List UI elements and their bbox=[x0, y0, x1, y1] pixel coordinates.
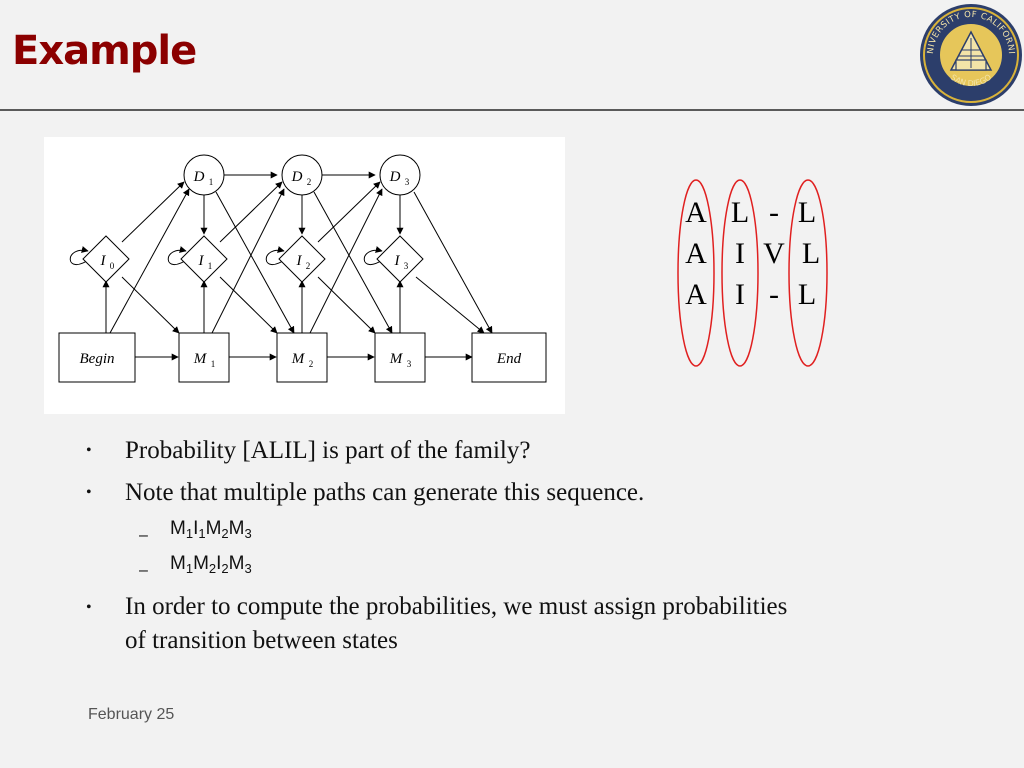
svg-text:1: 1 bbox=[211, 359, 216, 369]
bullet-probability-question: Probability [ALIL] is part of the family… bbox=[125, 437, 531, 464]
insert-state-i0: I 0 bbox=[82, 235, 130, 283]
sub-bullet-dash: – bbox=[139, 562, 148, 579]
svg-text:2: 2 bbox=[306, 261, 311, 271]
title-divider bbox=[0, 109, 1024, 111]
insert-state-i3: I 3 bbox=[376, 235, 424, 283]
column-highlight-ellipses bbox=[677, 179, 828, 367]
svg-text:M: M bbox=[291, 351, 306, 367]
svg-text:0: 0 bbox=[110, 261, 115, 271]
svg-text:D: D bbox=[291, 169, 303, 185]
bullet-dot: • bbox=[86, 442, 92, 459]
svg-text:I: I bbox=[394, 253, 401, 269]
svg-text:2: 2 bbox=[307, 177, 312, 187]
delete-state-d3: D 3 bbox=[379, 154, 421, 196]
university-seal-logo: UNIVERSITY OF CALIFORNIA SAN DIEGO bbox=[918, 2, 1022, 106]
svg-text:3: 3 bbox=[404, 261, 409, 271]
delete-state-d2: D 2 bbox=[281, 154, 323, 196]
svg-text:I: I bbox=[198, 253, 205, 269]
svg-text:Begin: Begin bbox=[80, 351, 115, 367]
svg-text:M: M bbox=[389, 351, 404, 367]
alignment-row: A I V L bbox=[685, 237, 821, 270]
profile-hmm-diagram: D 1 D 2 D 3 I 0 I 1 I 2 I 3 Begin M 1 M … bbox=[44, 137, 565, 414]
svg-text:End: End bbox=[496, 351, 522, 367]
match-state-m1: M 1 bbox=[178, 332, 230, 383]
svg-text:1: 1 bbox=[208, 261, 213, 271]
sequence-alignment: A L - L A I V L A I - L bbox=[675, 178, 835, 368]
match-state-m2: M 2 bbox=[276, 332, 328, 383]
delete-state-d1: D 1 bbox=[183, 154, 225, 196]
sub-bullet-dash: – bbox=[139, 527, 148, 544]
svg-text:3: 3 bbox=[407, 359, 412, 369]
match-state-m3: M 3 bbox=[374, 332, 426, 383]
svg-text:D: D bbox=[389, 169, 401, 185]
svg-text:D: D bbox=[193, 169, 205, 185]
end-state: End bbox=[471, 332, 547, 383]
slide-footer-date: February 25 bbox=[88, 706, 175, 723]
svg-text:I: I bbox=[296, 253, 303, 269]
path-two: M1M2I2M3 bbox=[170, 553, 252, 576]
begin-state: Begin bbox=[58, 332, 136, 383]
svg-text:SAN DIEGO: SAN DIEGO bbox=[949, 73, 993, 88]
bullet-dot: • bbox=[86, 599, 92, 616]
svg-text:I: I bbox=[100, 253, 107, 269]
path-one: M1I1M2M3 bbox=[170, 518, 252, 541]
alignment-row: A I - L bbox=[685, 278, 817, 311]
alignment-row: A L - L bbox=[685, 196, 817, 229]
svg-text:2: 2 bbox=[309, 359, 314, 369]
svg-text:M: M bbox=[193, 351, 208, 367]
bullet-multiple-paths: Note that multiple paths can generate th… bbox=[125, 479, 645, 506]
bullet-transition-probabilities: In order to compute the probabilities, w… bbox=[125, 593, 788, 654]
insert-state-i2: I 2 bbox=[278, 235, 326, 283]
transition-arrows bbox=[69, 171, 493, 361]
insert-state-i1: I 1 bbox=[180, 235, 228, 283]
bullet-dot: • bbox=[86, 484, 92, 501]
slide-title: Example bbox=[12, 28, 197, 74]
svg-text:1: 1 bbox=[209, 177, 214, 187]
svg-text:3: 3 bbox=[405, 177, 410, 187]
